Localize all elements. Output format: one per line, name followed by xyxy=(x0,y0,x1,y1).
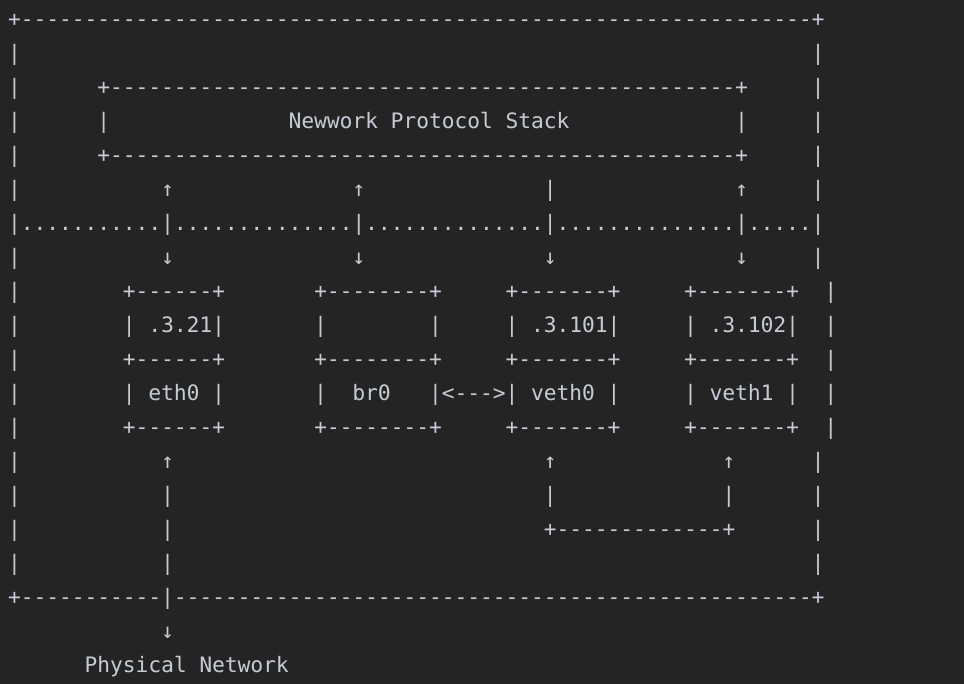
network-namespace-ascii-diagram: +---------------------------------------… xyxy=(8,6,838,677)
